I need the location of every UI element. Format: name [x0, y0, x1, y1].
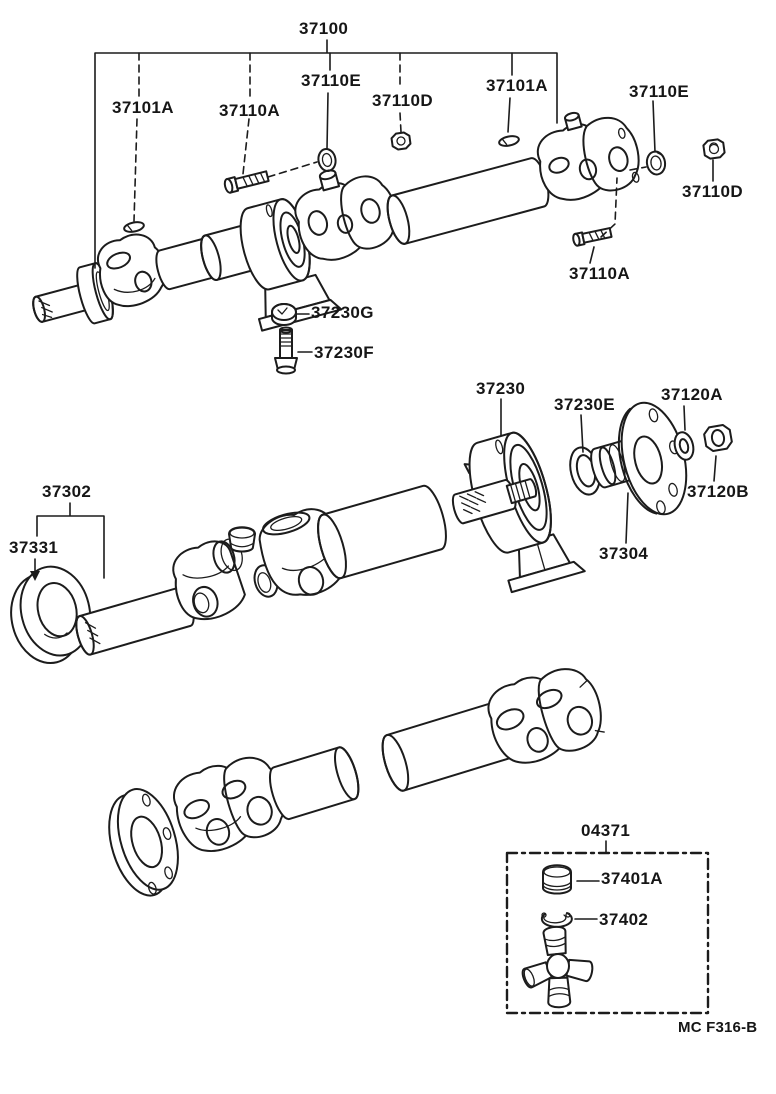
part-label-37302: 37302 [42, 482, 92, 501]
part-label-37120b: 37120B [687, 482, 749, 501]
spider-04371 [521, 925, 594, 1009]
page-code: MC F316-B [678, 1019, 758, 1036]
bolt-37230f [274, 326, 298, 375]
part-label-37101a-left: 37101A [112, 98, 174, 117]
spider-kit-04371 [505, 851, 710, 1015]
part-label-37331: 37331 [9, 538, 59, 557]
flange-37304 [617, 401, 688, 516]
u-joint-rear [487, 668, 605, 764]
part-label-37110e-right: 37110E [629, 82, 690, 101]
dust-cover-37331 [10, 565, 92, 665]
companion-flange [108, 788, 179, 897]
nut-37110d-right [702, 138, 726, 160]
kit-boundary-box [505, 851, 710, 1015]
plug-37101a-right [498, 135, 520, 147]
washer-37120a [673, 431, 695, 461]
part-label-04371: 04371 [581, 821, 631, 840]
hardware-top [123, 131, 726, 375]
u-joint-front [173, 756, 285, 852]
cushion-37230g [271, 303, 297, 326]
part-label-37402: 37402 [599, 910, 649, 929]
assembly-rear-shaft [108, 668, 605, 897]
part-label-37120a: 37120A [661, 385, 723, 404]
nut-37110d-left [390, 131, 412, 151]
assembly-37100-propeller-shaft [32, 111, 640, 332]
snap-ring-37110e-left [317, 148, 337, 172]
part-label-37110a-left: 37110A [219, 101, 281, 120]
assembly-intermediate-shaft [10, 401, 733, 665]
part-label-37110a-right: 37110A [569, 264, 631, 283]
bearing-cup-37401a [542, 864, 572, 895]
snap-ring-37110e-right [645, 150, 667, 176]
part-label-37230f: 37230F [314, 343, 375, 362]
snap-ring-37402 [540, 912, 573, 928]
leader-lines [30, 39, 717, 920]
part-label-37230g: 37230G [311, 303, 374, 322]
plug-37101a-left [123, 221, 145, 233]
part-label-37110d-left: 37110D [372, 91, 434, 110]
part-label-37100: 37100 [299, 19, 349, 38]
part-label-37110e-left: 37110E [301, 71, 362, 90]
part-label-37304: 37304 [599, 544, 649, 563]
part-label-37230: 37230 [476, 379, 526, 398]
part-label-37401a: 37401A [601, 869, 663, 888]
bearing-cap [228, 526, 256, 553]
nut-37120b [703, 423, 733, 453]
u-joint-yoke-a [172, 540, 246, 621]
bolt-37110a-right [572, 227, 613, 247]
bolt-37110a-left [223, 170, 270, 194]
u-joint-flange-yoke [536, 111, 640, 201]
part-label-37230e: 37230E [554, 395, 616, 414]
part-label-37101a-right: 37101A [486, 76, 548, 95]
part-label-37110d-right: 37110D [682, 182, 744, 201]
